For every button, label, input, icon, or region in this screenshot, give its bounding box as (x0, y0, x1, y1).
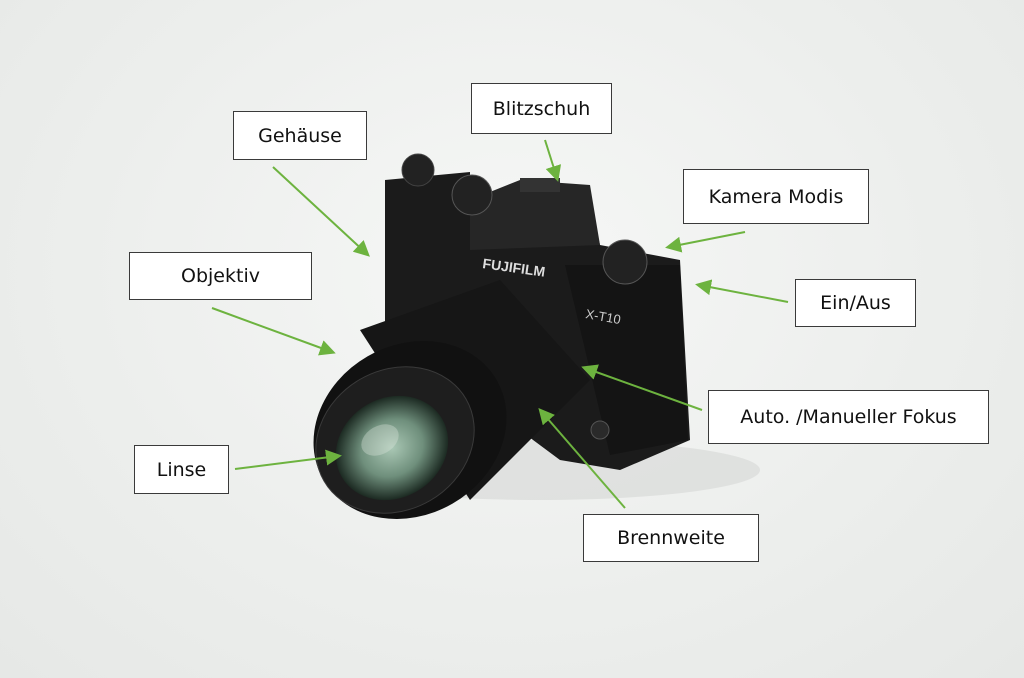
arrow-fokus (581, 364, 703, 411)
lens-glass (335, 395, 449, 501)
camera-body: FUJIFILM X-T10 (385, 153, 690, 470)
arrow-blitzschuh (544, 139, 562, 182)
arrow-kamera-modis (665, 231, 746, 253)
arrow-ein-aus (695, 279, 789, 303)
arrow-gehaeuse (272, 166, 370, 257)
label-fokus: Auto. /Manueller Fokus (708, 390, 989, 444)
label-ein-aus: Ein/Aus (795, 279, 916, 327)
arrow-brennweite (538, 407, 626, 509)
label-objektiv: Objektiv (129, 252, 312, 300)
lens (313, 280, 590, 519)
arrow-linse (234, 449, 342, 470)
label-gehaeuse: Gehäuse (233, 111, 367, 160)
model-logo: X-T10 (584, 306, 621, 327)
label-blitzschuh: Blitzschuh (471, 83, 612, 134)
label-brennweite: Brennweite (583, 514, 759, 562)
label-kamera-modis: Kamera Modis (683, 169, 869, 224)
label-linse: Linse (134, 445, 229, 494)
arrow-objektiv (211, 307, 336, 356)
